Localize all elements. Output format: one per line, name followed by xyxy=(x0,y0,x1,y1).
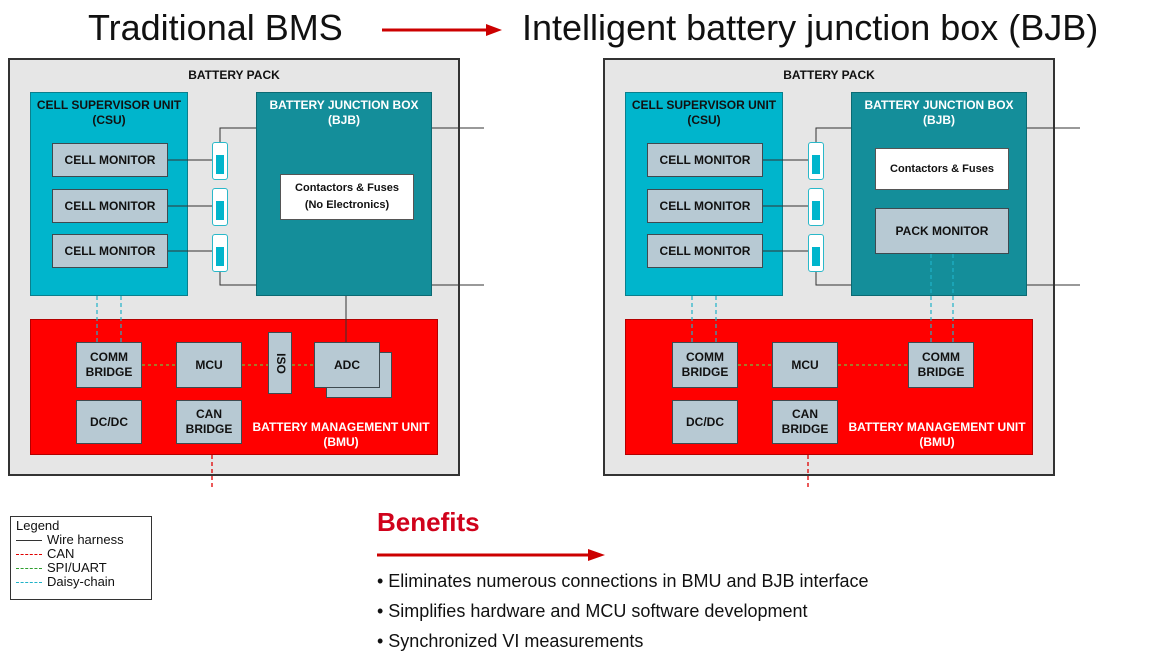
cell-monitor: CELL MONITOR xyxy=(52,234,168,268)
cell-monitor: CELL MONITOR xyxy=(647,143,763,177)
benefit-item: • Eliminates numerous connections in BMU… xyxy=(377,571,869,591)
contactors-fuses-box: Contactors & Fuses(No Electronics) xyxy=(280,174,414,220)
bjb-block xyxy=(851,92,1027,296)
legend-item-wire-harness: Wire harness xyxy=(16,533,146,547)
heading-intelligent-bjb: Intelligent battery junction box (BJB) xyxy=(522,7,1099,48)
legend-swatch xyxy=(16,539,42,541)
legend: Legend Wire harness CAN SPI/UART Daisy-c… xyxy=(10,516,152,600)
contactors-fuses-box: Contactors & Fuses xyxy=(875,148,1009,190)
battery-pack-label: BATTERY PACK xyxy=(188,68,280,82)
benefit-item: • Simplifies hardware and MCU software d… xyxy=(377,601,808,621)
legend-title: Legend xyxy=(16,518,60,533)
cell-monitor: CELL MONITOR xyxy=(52,189,168,223)
title-arrow xyxy=(382,24,502,36)
iso-box: ISO xyxy=(268,332,292,394)
battery-cell-icon xyxy=(212,142,228,180)
benefit-item: • Synchronized VI measurements xyxy=(377,631,644,651)
dcdc-box: DC/DC xyxy=(672,400,738,444)
legend-item-can: CAN xyxy=(16,547,146,561)
battery-cell-icon xyxy=(212,188,228,226)
benefits-arrow xyxy=(377,549,605,561)
battery-cell-icon xyxy=(808,234,824,272)
mcu-box: MCU xyxy=(176,342,242,388)
battery-cell-icon xyxy=(212,234,228,272)
dcdc-box: DC/DC xyxy=(76,400,142,444)
cell-monitor: CELL MONITOR xyxy=(52,143,168,177)
pack-monitor-box: PACK MONITOR xyxy=(875,208,1009,254)
bjb-title: BATTERY JUNCTION BOX(BJB) xyxy=(269,98,419,127)
mcu-box: MCU xyxy=(772,342,838,388)
cell-monitor: CELL MONITOR xyxy=(647,234,763,268)
legend-swatch xyxy=(16,567,42,569)
benefits-title: Benefits xyxy=(377,507,480,537)
legend-item-spi-uart: SPI/UART xyxy=(16,561,146,575)
bmu-title: BATTERY MANAGEMENT UNIT(BMU) xyxy=(848,420,1026,449)
battery-cell-icon xyxy=(808,142,824,180)
legend-item-daisy-chain: Daisy-chain xyxy=(16,575,146,589)
csu-title: CELL SUPERVISOR UNIT(CSU) xyxy=(36,98,182,127)
battery-cell-icon xyxy=(808,188,824,226)
bjb-title: BATTERY JUNCTION BOX(BJB) xyxy=(864,98,1014,127)
cell-monitor: CELL MONITOR xyxy=(647,189,763,223)
adc-box: ADC xyxy=(314,342,380,388)
legend-swatch xyxy=(16,581,42,583)
battery-pack-label: BATTERY PACK xyxy=(783,68,875,82)
heading-traditional-bms: Traditional BMS xyxy=(88,7,343,48)
legend-swatch xyxy=(16,553,42,555)
csu-title: CELL SUPERVISOR UNIT(CSU) xyxy=(631,98,777,127)
bmu-title: BATTERY MANAGEMENT UNIT(BMU) xyxy=(252,420,430,449)
